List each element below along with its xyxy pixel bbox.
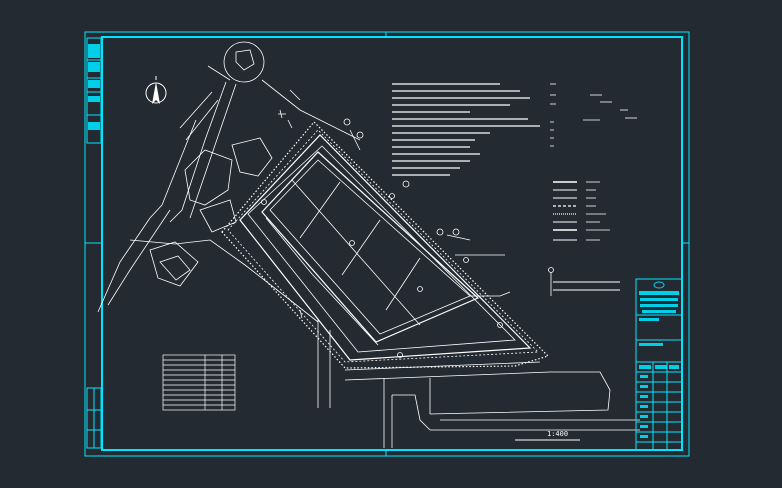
side-stamp-strip (86, 37, 102, 449)
title-block (635, 278, 683, 451)
north-arrow-icon (145, 76, 167, 104)
scale-bar: 1:400 (515, 430, 580, 441)
legend (548, 181, 620, 296)
general-notes (392, 83, 540, 176)
drawing-frame (84, 31, 690, 457)
scale-label: 1:400 (547, 430, 568, 438)
logo-icon (653, 281, 665, 289)
area-table (162, 354, 236, 411)
site-plan (97, 41, 640, 448)
detail-sketch (550, 83, 637, 147)
